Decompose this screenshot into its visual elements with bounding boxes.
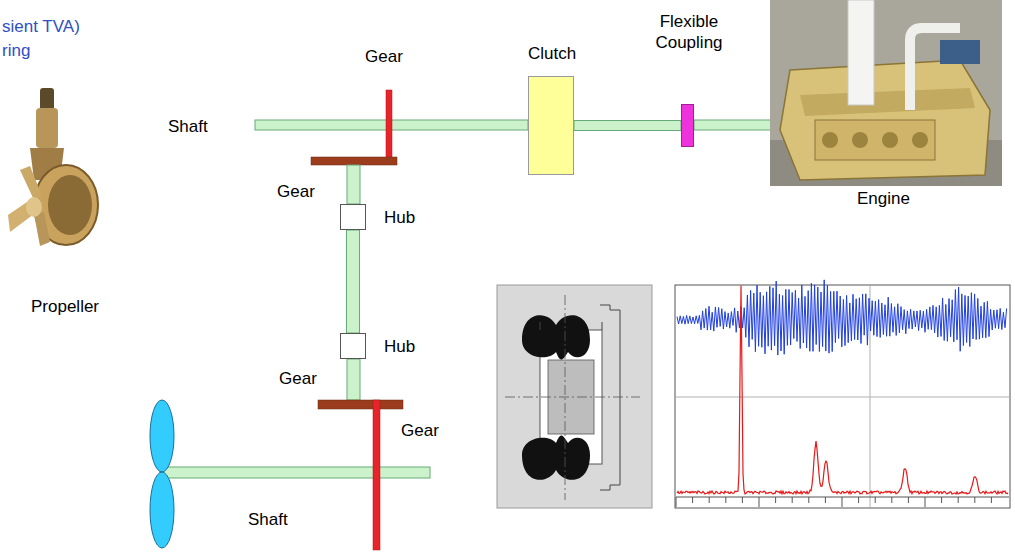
chart-tick xyxy=(875,497,876,503)
chart-tick xyxy=(709,497,710,503)
shaft xyxy=(160,467,430,478)
chart-tick xyxy=(842,497,843,507)
gear xyxy=(311,157,397,165)
part-name: Shaft xyxy=(168,116,208,137)
chart-tick xyxy=(759,497,760,507)
propeller-blade xyxy=(150,400,174,472)
chart-tick xyxy=(858,497,859,503)
coupling-section xyxy=(497,285,652,508)
gear xyxy=(386,90,392,160)
vibration-chart xyxy=(675,280,1010,508)
chart-tick xyxy=(825,497,826,503)
part-name: Gear xyxy=(279,368,317,389)
shaft xyxy=(694,120,772,130)
shaft xyxy=(347,165,360,204)
chart-tick xyxy=(742,497,743,503)
part-name: Gear xyxy=(365,46,403,67)
component-name: Flexible Coupling xyxy=(644,11,734,53)
chart-tick xyxy=(991,497,992,503)
chart-tick xyxy=(925,497,926,507)
shaft-connector xyxy=(347,230,360,333)
component-name: Hub xyxy=(384,336,434,357)
chart-tick xyxy=(908,497,909,503)
part-name: Propeller xyxy=(31,296,99,317)
chart-tick xyxy=(676,497,677,507)
chart-tick xyxy=(958,497,959,503)
chart-tick xyxy=(792,497,793,503)
heading-fragment: ring xyxy=(2,40,30,61)
thruster-picture xyxy=(8,88,98,246)
part-name: Shaft xyxy=(248,509,288,530)
chart-tick xyxy=(692,497,693,503)
hub-box: Hub xyxy=(340,204,366,230)
component-name: Hub xyxy=(384,207,434,228)
heading-fragment: sient TVA) xyxy=(2,16,80,37)
hub-box: Hub xyxy=(340,333,366,359)
chart-tick xyxy=(891,497,892,503)
spectrum-trace xyxy=(677,285,1008,494)
chart-tick xyxy=(775,497,776,503)
coupling-bar: Flexible Coupling xyxy=(681,104,694,147)
component-name: Clutch xyxy=(512,43,592,64)
part-name: Gear xyxy=(401,420,439,441)
gear xyxy=(373,400,380,550)
part-name: Gear xyxy=(277,181,315,202)
clutch-box: Clutch xyxy=(528,76,574,175)
chart-tick xyxy=(941,497,942,503)
time-signal xyxy=(677,280,1007,355)
chart-tick xyxy=(808,497,809,503)
engine-picture xyxy=(770,0,1002,186)
propeller-blade xyxy=(150,472,174,548)
shaft xyxy=(347,359,360,400)
gear xyxy=(318,400,403,409)
shaft-connector xyxy=(574,121,681,131)
chart-tick xyxy=(725,497,726,503)
chart-tick xyxy=(974,497,975,503)
part-name: Engine xyxy=(857,188,910,209)
